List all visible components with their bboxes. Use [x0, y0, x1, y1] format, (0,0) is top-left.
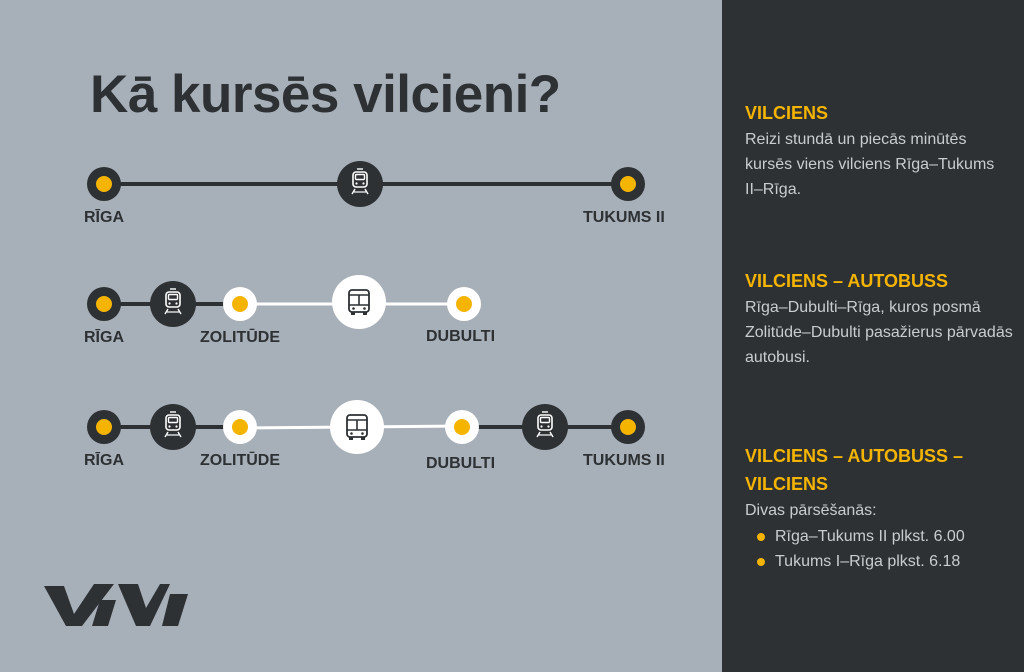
bullet-icon: [757, 533, 765, 541]
info-title-train-bus-train-line2: VILCIENS: [745, 474, 829, 494]
info-text-transfers: Divas pārsēšanās:: [745, 502, 877, 519]
info-title-train-bus: VILCIENS – AUTOBUSS: [745, 271, 949, 291]
info-title-train: VILCIENS: [745, 103, 829, 123]
route3-train-icon-1: [150, 404, 196, 450]
route2-label-riga: RĪGA: [84, 329, 124, 346]
route3-stop-zolitude: [223, 410, 257, 444]
route3-train-icon-2: [522, 404, 568, 450]
info-text-train-bus: Rīga–Dubulti–Rīga, kuros posmā Zolitūde–…: [745, 299, 1013, 366]
route2-label-zolitude: ZOLITŪDE: [200, 329, 280, 346]
transfer-item-1: Rīga–Tukums II plkst. 6.00: [775, 528, 965, 545]
list-item: Tukums I–Rīga plkst. 6.18: [745, 549, 965, 574]
route3-stop-dubulti: [445, 410, 479, 444]
page-title: Kā kursēs vilcieni?: [90, 65, 561, 124]
route3-bus-icon: [330, 400, 384, 454]
route3-label-tukums: TUKUMS II: [583, 452, 665, 469]
info-panel: [722, 0, 1024, 672]
route2-label-dubulti: DUBULTI: [426, 328, 496, 345]
route1-label-tukums: TUKUMS II: [583, 209, 665, 226]
bullet-icon: [757, 558, 765, 566]
route1-label-riga: RĪGA: [84, 209, 124, 226]
info-text-train: Reizi stundā un piecās minūtēs kursēs vi…: [745, 131, 995, 198]
info-title-train-bus-train-line1: VILCIENS – AUTOBUSS –: [745, 446, 964, 466]
route3-label-riga: RĪGA: [84, 452, 124, 469]
vivi-logo: [44, 584, 188, 626]
transfer-item-2: Tukums I–Rīga plkst. 6.18: [775, 553, 961, 570]
transfer-list: Rīga–Tukums II plkst. 6.00 Tukums I–Rīga…: [745, 524, 965, 574]
route2-stop-riga: [87, 287, 121, 321]
route1-stop-tukums: [611, 167, 645, 201]
route2-stop-dubulti: [447, 287, 481, 321]
route2-train-icon: [150, 281, 196, 327]
route3-stop-riga: [87, 410, 121, 444]
route-diagram: [87, 161, 645, 454]
route2-stop-zolitude: [223, 287, 257, 321]
route2-bus-icon: [332, 275, 386, 329]
route3-stop-tukums: [611, 410, 645, 444]
route3-label-zolitude: ZOLITŪDE: [200, 452, 280, 469]
diagram-panel: Kā kursēs vilcieni?: [0, 0, 722, 672]
list-item: Rīga–Tukums II plkst. 6.00: [745, 524, 965, 549]
route1-train-icon: [337, 161, 383, 207]
route1-stop-riga: [87, 167, 121, 201]
route3-label-dubulti: DUBULTI: [426, 455, 496, 472]
